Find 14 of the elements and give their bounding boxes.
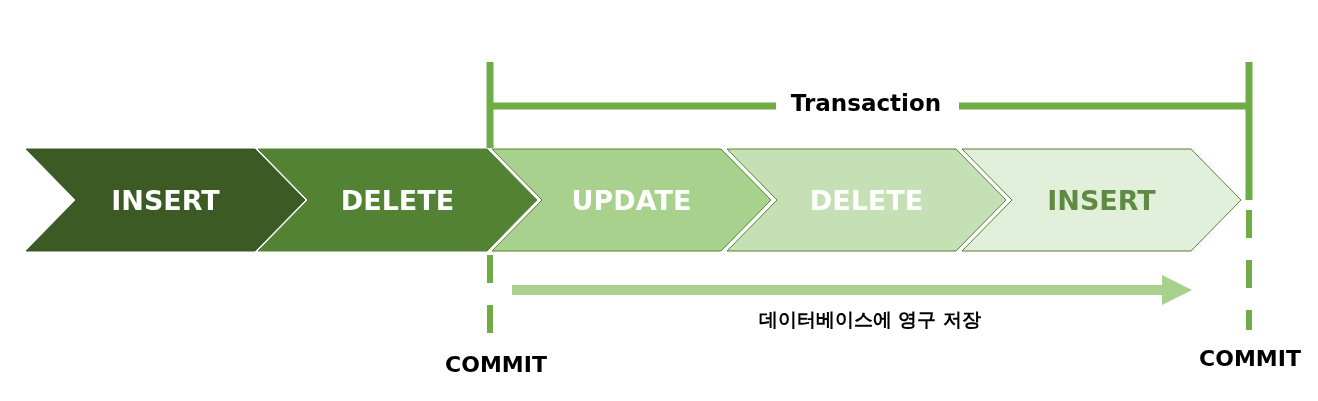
bracket-title: Transaction <box>790 90 942 116</box>
commit-label: COMMIT <box>445 352 547 377</box>
arrow-caption: 데이터베이스에 영구 저장 <box>758 307 982 332</box>
chevron-step <box>727 149 1006 251</box>
chevron-step <box>492 149 771 251</box>
step-label: DELETE <box>339 183 456 218</box>
step-label: INSERT <box>110 183 221 218</box>
chevron-step <box>258 149 537 251</box>
step-label: DELETE <box>808 183 925 218</box>
step-label: INSERT <box>1046 183 1157 218</box>
commit-label: COMMIT <box>1199 346 1301 371</box>
chevron-step <box>26 149 305 251</box>
chevron-step <box>962 149 1241 251</box>
step-label: UPDATE <box>570 183 693 218</box>
